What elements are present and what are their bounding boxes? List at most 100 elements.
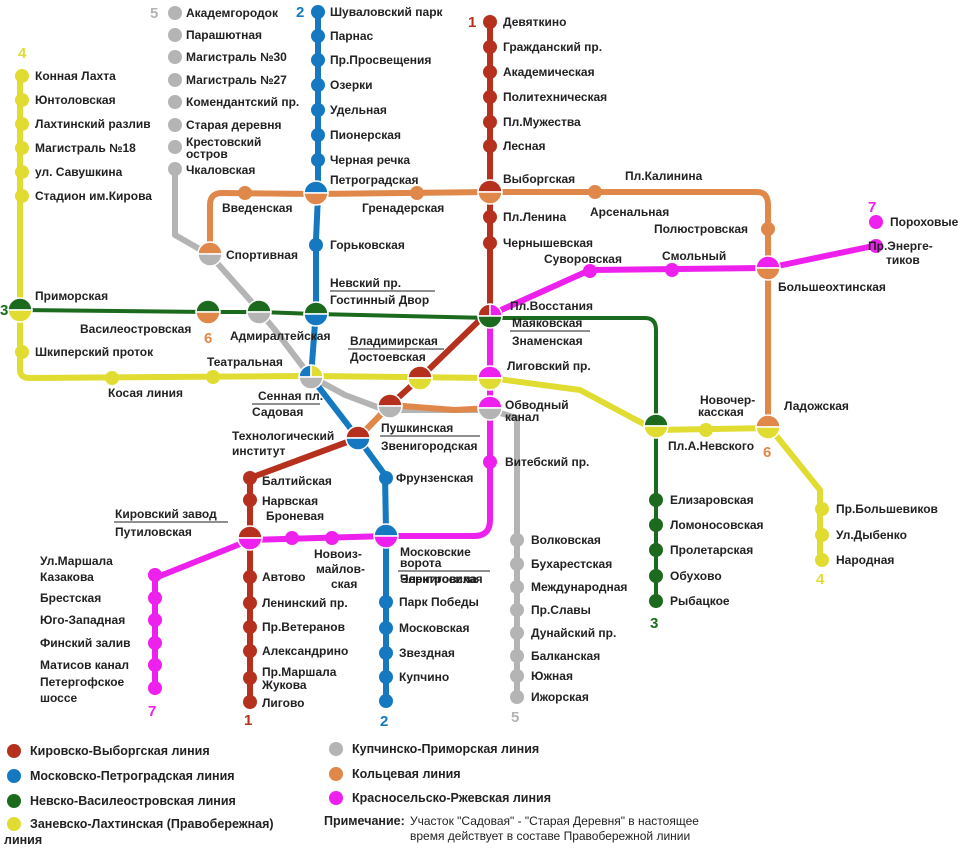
node-bolsheokhtinskaya[interactable] bbox=[755, 255, 781, 281]
station-label[interactable]: Пл.Восстания bbox=[510, 299, 593, 313]
station-dot[interactable] bbox=[869, 215, 883, 229]
station-label[interactable]: Южная bbox=[531, 669, 573, 683]
station-dot[interactable] bbox=[311, 78, 325, 92]
station-label[interactable]: Пл.Ленина bbox=[503, 210, 567, 224]
station-dot[interactable] bbox=[15, 189, 29, 203]
station-dot[interactable] bbox=[483, 236, 497, 250]
station-label[interactable]: Юго-Западная bbox=[40, 613, 125, 627]
station-dot[interactable] bbox=[325, 531, 339, 545]
station-label[interactable]: Достоевская bbox=[350, 350, 426, 364]
station-dot[interactable] bbox=[483, 455, 497, 469]
station-label[interactable]: Ижорская bbox=[531, 690, 589, 704]
station-dot[interactable] bbox=[168, 162, 182, 176]
station-dot[interactable] bbox=[148, 613, 162, 627]
station-dot[interactable] bbox=[649, 594, 663, 608]
station-label[interactable]: Парк Победы bbox=[399, 595, 479, 609]
station-dot[interactable] bbox=[379, 694, 393, 708]
station-label[interactable]: Новочер- bbox=[700, 393, 755, 407]
station-label[interactable]: Маяковская bbox=[512, 316, 582, 330]
station-dot[interactable] bbox=[243, 471, 257, 485]
station-label[interactable]: Московская bbox=[399, 621, 469, 635]
station-dot[interactable] bbox=[15, 117, 29, 131]
station-label[interactable]: Девяткино bbox=[503, 15, 566, 29]
station-label[interactable]: Удельная bbox=[330, 103, 387, 117]
station-dot[interactable] bbox=[168, 50, 182, 64]
station-dot[interactable] bbox=[148, 591, 162, 605]
station-label[interactable]: Пл.Калинина bbox=[625, 169, 703, 183]
station-label[interactable]: Балканская bbox=[531, 649, 600, 663]
station-label[interactable]: Шкиперский проток bbox=[35, 345, 154, 359]
station-label[interactable]: тиков bbox=[886, 253, 920, 267]
station-dot[interactable] bbox=[15, 93, 29, 107]
station-label[interactable]: Жукова bbox=[261, 678, 307, 692]
station-dot[interactable] bbox=[243, 620, 257, 634]
station-label[interactable]: институт bbox=[232, 444, 286, 458]
station-label[interactable]: Обводный bbox=[505, 398, 569, 412]
station-dot[interactable] bbox=[311, 53, 325, 67]
station-dot[interactable] bbox=[483, 90, 497, 104]
station-dot[interactable] bbox=[510, 580, 524, 594]
station-dot[interactable] bbox=[649, 543, 663, 557]
node-ladozhskaya[interactable] bbox=[755, 414, 781, 440]
station-label[interactable]: Звенигородская bbox=[381, 439, 478, 453]
station-label[interactable]: Пр.Славы bbox=[531, 603, 591, 617]
station-label[interactable]: Гостинный Двор bbox=[330, 293, 429, 307]
station-label[interactable]: Ладожская bbox=[784, 399, 849, 413]
station-label[interactable]: Гренадерская bbox=[362, 201, 444, 215]
station-dot[interactable] bbox=[311, 128, 325, 142]
station-label[interactable]: Озерки bbox=[330, 78, 373, 92]
node-ligovsky[interactable] bbox=[477, 365, 503, 391]
station-label[interactable]: Введенская bbox=[222, 201, 292, 215]
station-dot[interactable] bbox=[510, 533, 524, 547]
station-label[interactable]: Звездная bbox=[399, 646, 455, 660]
station-dot[interactable] bbox=[168, 140, 182, 154]
station-label[interactable]: Старая деревня bbox=[186, 118, 281, 132]
station-label[interactable]: Магистраль №18 bbox=[35, 141, 136, 155]
station-label[interactable]: Большеохтинская bbox=[778, 280, 886, 294]
station-label[interactable]: Электросила bbox=[400, 572, 477, 586]
station-label[interactable]: Пионерская bbox=[330, 128, 401, 142]
station-label[interactable]: Лесная bbox=[503, 139, 546, 153]
node-vasileostrovskaya[interactable] bbox=[195, 299, 221, 325]
station-label[interactable]: Гражданский пр. bbox=[503, 40, 602, 54]
station-dot[interactable] bbox=[483, 15, 497, 29]
station-label[interactable]: Фрунзенская bbox=[396, 471, 473, 485]
station-label[interactable]: Стадион им.Кирова bbox=[35, 189, 152, 203]
station-label[interactable]: Комендантский пр. bbox=[186, 95, 299, 109]
station-dot[interactable] bbox=[665, 263, 679, 277]
station-label[interactable]: Пл.А.Невского bbox=[668, 439, 754, 453]
node-obvodny[interactable] bbox=[477, 395, 503, 421]
station-label[interactable]: Театральная bbox=[207, 355, 283, 369]
station-label[interactable]: Парашютная bbox=[186, 28, 262, 42]
station-label[interactable]: ул. Савушкина bbox=[35, 165, 123, 179]
station-label[interactable]: Петроградская bbox=[330, 173, 419, 187]
station-label[interactable]: Выборгская bbox=[503, 172, 575, 186]
station-label[interactable]: Бухарестская bbox=[531, 557, 612, 571]
node-moskovskie-vorota[interactable] bbox=[373, 523, 399, 549]
station-label[interactable]: Витебский пр. bbox=[505, 455, 589, 469]
node-nevsky-lavra[interactable] bbox=[643, 413, 669, 439]
station-dot[interactable] bbox=[649, 569, 663, 583]
station-dot[interactable] bbox=[15, 345, 29, 359]
station-dot[interactable] bbox=[148, 658, 162, 672]
station-dot[interactable] bbox=[510, 649, 524, 663]
station-label[interactable]: Обухово bbox=[670, 569, 722, 583]
station-label[interactable]: Черная речка bbox=[330, 153, 410, 167]
station-label[interactable]: Юнтоловская bbox=[35, 93, 116, 107]
station-label[interactable]: Балтийская bbox=[262, 474, 332, 488]
station-dot[interactable] bbox=[510, 557, 524, 571]
station-dot[interactable] bbox=[243, 644, 257, 658]
station-dot[interactable] bbox=[379, 646, 393, 660]
station-label[interactable]: Академгородок bbox=[186, 6, 279, 20]
station-label[interactable]: Волковская bbox=[531, 533, 601, 547]
station-dot[interactable] bbox=[168, 73, 182, 87]
node-vosstaniya[interactable] bbox=[477, 303, 503, 329]
station-label[interactable]: Пл.Мужества bbox=[503, 115, 581, 129]
station-label[interactable]: ворота bbox=[400, 556, 442, 570]
station-label[interactable]: Парнас bbox=[330, 29, 374, 43]
station-label[interactable]: Лигово bbox=[262, 696, 305, 710]
station-dot[interactable] bbox=[379, 621, 393, 635]
station-label[interactable]: Лахтинский разлив bbox=[35, 117, 151, 131]
station-label[interactable]: Полюстровская bbox=[654, 222, 748, 236]
station-dot[interactable] bbox=[243, 695, 257, 709]
